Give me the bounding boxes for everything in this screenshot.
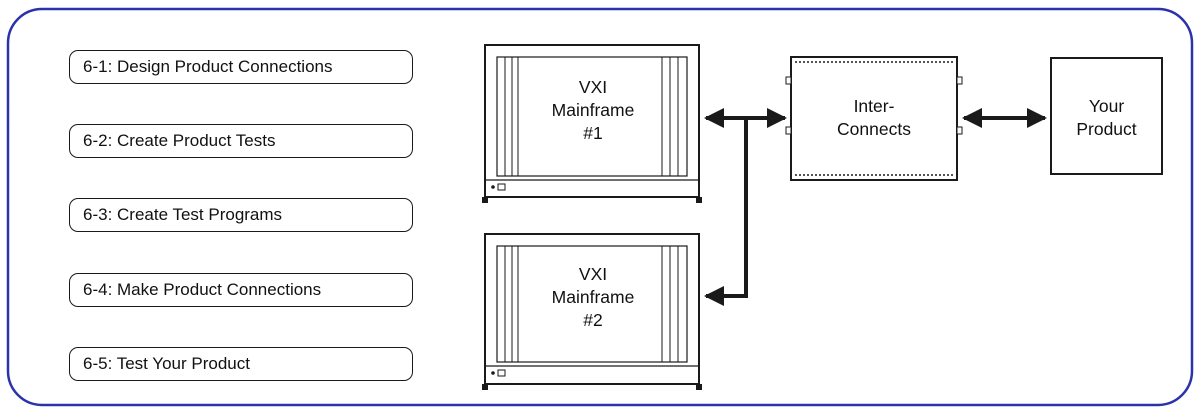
mainframe-2-label-line1: VXI xyxy=(578,264,608,284)
mainframe-2-cabinet xyxy=(482,233,702,390)
outer-frame xyxy=(6,7,1194,407)
mainframe-1-cabinet xyxy=(482,44,702,203)
mainframe-1-label-line1: VXI xyxy=(578,77,608,97)
step-6-5-button[interactable]: 6-5: Test Your Product xyxy=(69,347,413,381)
mainframe-1-label: VXI Mainframe #1 xyxy=(540,76,646,145)
step-6-3-button[interactable]: 6-3: Create Test Programs xyxy=(69,198,413,232)
interconnects-panel xyxy=(785,56,963,181)
mainframe-1-label-line3: #1 xyxy=(583,123,603,143)
step-6-2-button[interactable]: 6-2: Create Product Tests xyxy=(69,124,413,158)
mainframe-2-label: VXI Mainframe #2 xyxy=(540,263,646,332)
interconnects-label-line1: Inter- xyxy=(853,96,895,116)
interconnects-label-line2: Connects xyxy=(837,119,911,139)
step-6-1-button[interactable]: 6-1: Design Product Connections xyxy=(69,50,413,84)
step-6-4-button[interactable]: 6-4: Make Product Connections xyxy=(69,273,413,307)
mainframe-1-label-line2: Mainframe xyxy=(551,100,635,120)
mainframe-2-label-line2: Mainframe xyxy=(551,287,635,307)
product-label: Your Product xyxy=(1056,95,1157,141)
product-label-line1: Your xyxy=(1088,96,1125,116)
mainframe-2-label-line3: #2 xyxy=(583,310,603,330)
interconnects-label: Inter- Connects xyxy=(815,95,933,141)
product-label-line2: Product xyxy=(1076,119,1137,139)
product-box xyxy=(1050,57,1163,175)
connector-mainframe2-branch xyxy=(704,118,748,306)
